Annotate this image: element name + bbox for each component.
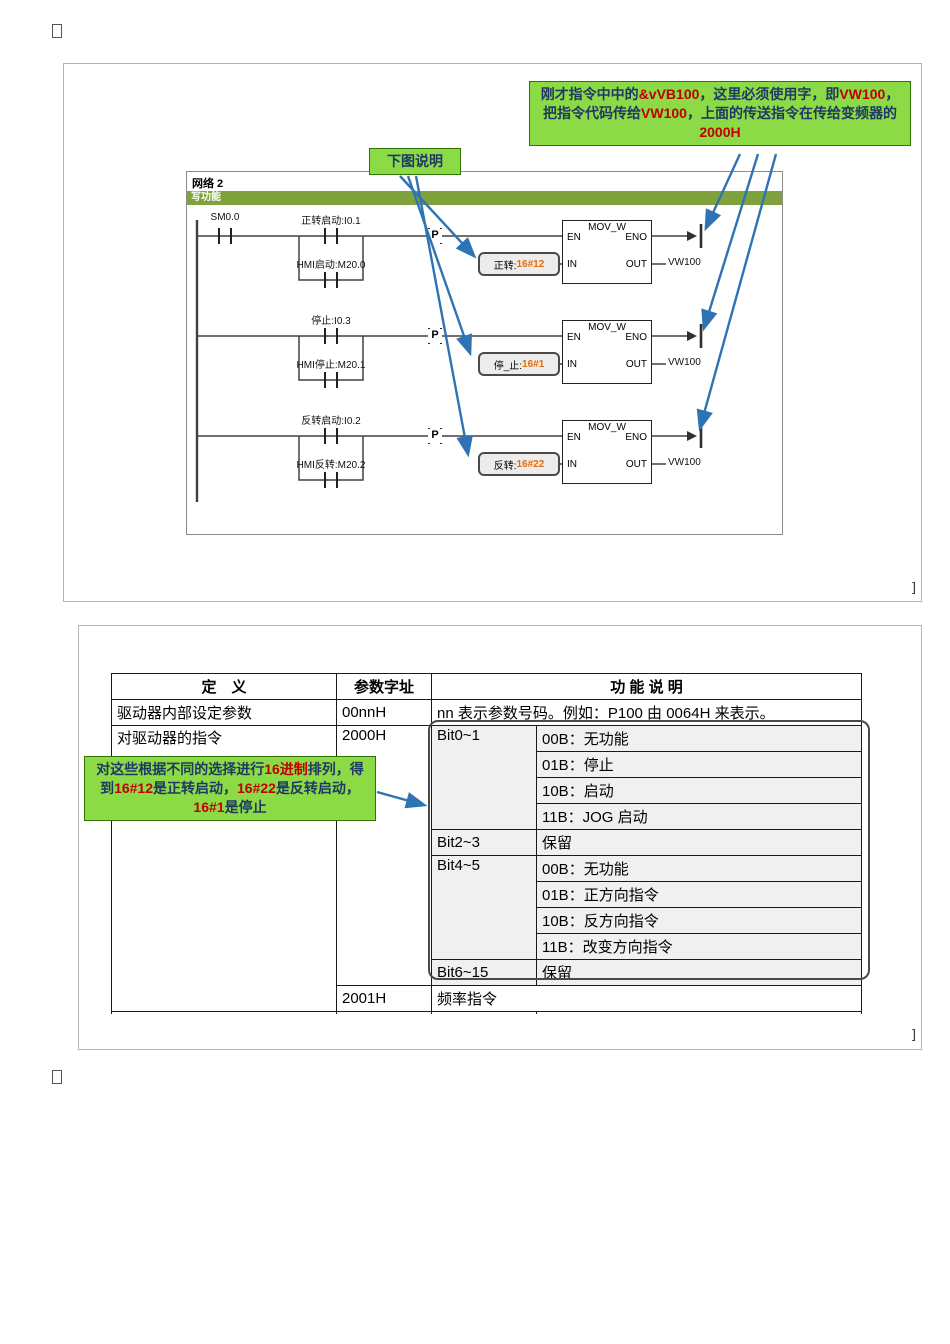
mov-w-block: MOV_W EN ENO IN OUT (562, 220, 652, 284)
ladder-figure: 刚才指令中中的&vVB100，这里必须使用字，即VW100，把指令代码传给VW1… (63, 63, 922, 602)
cell-desc: nn 表示参数号码。例如：P100 由 0064H 来表示。 (430, 699, 863, 726)
edge-contact: P (428, 429, 442, 443)
parameter-table: 定 义 参数字址 功 能 说 明 驱动器内部设定参数 00nnH nn 表示参数… (111, 673, 863, 1014)
cell-bit-value: 00B：无功能 (535, 725, 863, 752)
contact-label: HMI停止:M20.1 (296, 360, 366, 371)
parameter-table-figure: 定 义 参数字址 功 能 说 明 驱动器内部设定参数 00nnH nn 表示参数… (78, 625, 922, 1050)
cell-bit-value: 11B：JOG 启动 (535, 803, 863, 830)
table-row: 01B：停止 (112, 751, 863, 778)
table-row: 11B：JOG 启动 (112, 803, 863, 830)
contact-label: SM0.0 (210, 212, 240, 223)
block-in-pin: IN (567, 359, 577, 370)
cell-bit-label: Bit6~15 (431, 959, 537, 986)
edge-contact: P (428, 329, 442, 343)
anchor-bracket: ] (911, 1028, 917, 1043)
contact-label: 正转启动:I0.1 (301, 216, 361, 227)
block-en-pin: EN (567, 232, 581, 243)
in-operand-highlight: 正转:16#12 (478, 252, 560, 276)
table-row: 01B：正方向指令 (112, 881, 863, 908)
in-operand-value: 16#22 (516, 458, 545, 470)
hex-note-callout: 对这些根据不同的选择进行16进制排列，得到16#12是正转启动，16#22是反转… (84, 756, 376, 821)
out-operand: VW100 (668, 257, 701, 268)
cell-bit-value: 1：E.F. ON (535, 1011, 863, 1014)
table-row: 驱动器内部设定参数 00nnH nn 表示参数号码。例如：P100 由 0064… (111, 699, 863, 726)
cell-bit-value: 保留 (535, 829, 863, 856)
block-eno-pin: ENO (625, 332, 647, 343)
parameter-table-wrapper: 定 义 参数字址 功 能 说 明 驱动器内部设定参数 00nnH nn 表示参数… (111, 673, 863, 1014)
cell-bit-value: 10B：启动 (535, 777, 863, 804)
in-operand-name: 停_止: (493, 360, 523, 372)
missing-glyph-box (52, 24, 62, 38)
table-header-row: 定 义 参数字址 功 能 说 明 (111, 673, 863, 700)
cell-bit-label: Bit0 (431, 1011, 537, 1014)
block-out-pin: OUT (625, 359, 647, 370)
cell-bit-label: Bit0~1 (431, 725, 537, 830)
missing-glyph-box (52, 1070, 62, 1084)
header-address: 参数字址 (336, 673, 432, 700)
block-out-pin: OUT (625, 459, 647, 470)
table-row: 对驱动器的指令 2002H Bit0 1：E.F. ON (111, 1011, 863, 1014)
table-row: 11B：改变方向指令 (112, 933, 863, 960)
block-en-pin: EN (567, 332, 581, 343)
table-row: Bit2~3 保留 (112, 829, 863, 856)
contact-label: HMI启动:M20.0 (296, 260, 366, 271)
anchor-bracket: ] (911, 581, 917, 596)
block-in-pin: IN (567, 459, 577, 470)
cell-bit-value: 保留 (535, 959, 863, 986)
cell-address: 2001H (336, 985, 432, 1012)
cell-bit-value: 10B：反方向指令 (535, 907, 863, 934)
in-operand-value: 16#1 (522, 358, 545, 370)
in-operand-name: 反转: (493, 460, 517, 472)
cell-bit-value: 11B：改变方向指令 (535, 933, 863, 960)
cell-bit-value: 01B：正方向指令 (535, 881, 863, 908)
block-eno-pin: ENO (625, 432, 647, 443)
table-row: Bit6~15 保留 (112, 959, 863, 986)
cell-address: 00nnH (336, 699, 432, 726)
table-row: 10B：反方向指令 (112, 907, 863, 934)
table-row: 对驱动器的指令 2000H Bit0~1 00B：无功能 (111, 725, 863, 1012)
contact-label: HMI反转:M20.2 (296, 460, 366, 471)
block-eno-pin: ENO (625, 232, 647, 243)
in-operand-highlight: 反转:16#22 (478, 452, 560, 476)
in-operand-highlight: 停_止:16#1 (478, 352, 560, 376)
block-out-pin: OUT (625, 259, 647, 270)
cell-address: 2002H (336, 1011, 432, 1014)
block-title: MOV_W (588, 422, 626, 433)
network-title-bar: 写功能 (187, 191, 782, 205)
out-operand: VW100 (668, 457, 701, 468)
block-title: MOV_W (588, 322, 626, 333)
instruction-note-callout: 刚才指令中中的&vVB100，这里必须使用字，即VW100，把指令代码传给VW1… (529, 81, 911, 146)
figure-note-callout: 下图说明 (369, 148, 461, 175)
contact-label: 停止:I0.3 (311, 316, 351, 327)
network-title: 写功能 (191, 192, 221, 203)
plc-ladder-panel: 网络 2 写功能 SM0.0 正转启动:I0.1 HMI启动:M20.0 P M… (186, 171, 783, 535)
cell-definition: 驱动器内部设定参数 (111, 699, 337, 726)
cell-bit-label: Bit4~5 (431, 855, 537, 960)
network-label: 网络 2 (192, 178, 224, 190)
in-operand-name: 正转: (493, 260, 517, 272)
ladder-wires (195, 220, 703, 502)
out-operand: VW100 (668, 357, 701, 368)
in-operand-value: 16#12 (516, 258, 545, 270)
table-row: Bit4~5 00B：无功能 (112, 855, 863, 960)
contact-label: 反转启动:I0.2 (301, 416, 361, 427)
header-definition: 定 义 (111, 673, 337, 700)
mov-w-block: MOV_W EN ENO IN OUT (562, 420, 652, 484)
block-in-pin: IN (567, 259, 577, 270)
mov-w-block: MOV_W EN ENO IN OUT (562, 320, 652, 384)
cell-bit-value: 00B：无功能 (535, 855, 863, 882)
header-function: 功 能 说 明 (430, 673, 863, 700)
edge-contact: P (428, 229, 442, 243)
block-title: MOV_W (588, 222, 626, 233)
cell-bit-label: Bit2~3 (431, 829, 537, 856)
cell-definition: 对驱动器的指令 (111, 1011, 337, 1014)
cell-desc: 频率指令 (430, 985, 863, 1012)
block-en-pin: EN (567, 432, 581, 443)
cell-bit-value: 01B：停止 (535, 751, 863, 778)
